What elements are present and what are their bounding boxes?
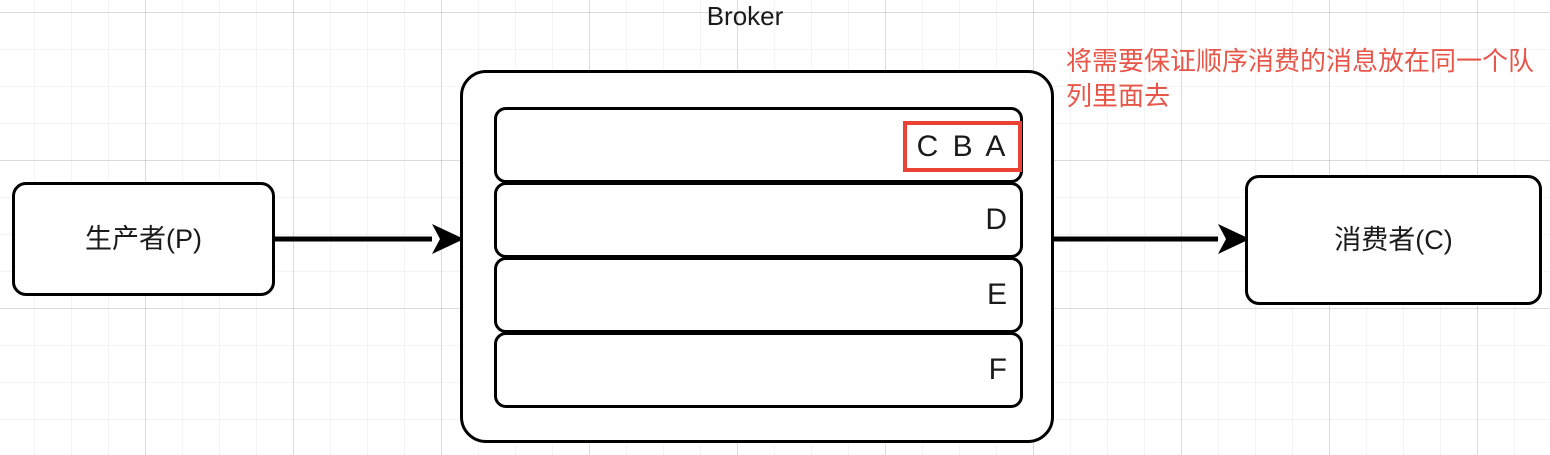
ordered-messages-highlight: C B A <box>903 121 1022 172</box>
broker-title: Broker <box>706 1 784 31</box>
consumer-node[interactable]: 消费者(C) <box>1245 175 1542 305</box>
arrow-broker-to-consumer <box>1050 222 1250 256</box>
queue-row[interactable]: D <box>494 182 1023 258</box>
queue-label-2: E <box>986 278 1008 311</box>
producer-label: 生产者(P) <box>85 223 202 254</box>
queue-row[interactable]: E <box>494 257 1023 333</box>
arrow-producer-to-broker <box>272 222 464 256</box>
queue-label-1: D <box>985 203 1008 236</box>
queue-row[interactable]: F <box>494 332 1023 408</box>
queue-label-3: F <box>988 353 1008 386</box>
producer-node[interactable]: 生产者(P) <box>12 182 275 296</box>
queue-label-0-messages: C B A <box>916 129 1009 163</box>
consumer-label: 消费者(C) <box>1334 224 1453 255</box>
annotation-text: 将需要保证顺序消费的消息放在同一个队列里面去 <box>1066 46 1535 111</box>
